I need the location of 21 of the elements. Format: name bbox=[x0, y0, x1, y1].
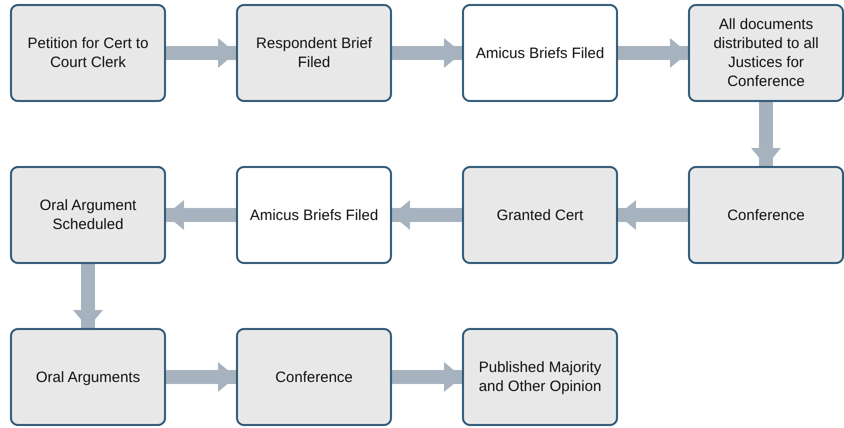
process-box: Oral Arguments bbox=[10, 328, 166, 426]
arrow bbox=[751, 102, 781, 166]
arrow bbox=[392, 362, 462, 392]
process-box: Published Majority and Other Opinion bbox=[462, 328, 618, 426]
arrow bbox=[166, 362, 236, 392]
process-box: Conference bbox=[688, 166, 844, 264]
process-box: Amicus Briefs Filed bbox=[462, 4, 618, 102]
arrow bbox=[618, 38, 688, 68]
process-box: Oral Argument Scheduled bbox=[10, 166, 166, 264]
arrow bbox=[392, 38, 462, 68]
process-box: Conference bbox=[236, 328, 392, 426]
process-box: Amicus Briefs Filed bbox=[236, 166, 392, 264]
arrow bbox=[166, 38, 236, 68]
process-box: Granted Cert bbox=[462, 166, 618, 264]
process-box: All documents distributed to all Justices for Conference bbox=[688, 4, 844, 102]
arrow bbox=[73, 264, 103, 328]
arrow bbox=[166, 200, 236, 230]
arrow bbox=[392, 200, 462, 230]
process-box: Respondent Brief Filed bbox=[236, 4, 392, 102]
process-box: Petition for Cert to Court Clerk bbox=[10, 4, 166, 102]
arrow bbox=[618, 200, 688, 230]
